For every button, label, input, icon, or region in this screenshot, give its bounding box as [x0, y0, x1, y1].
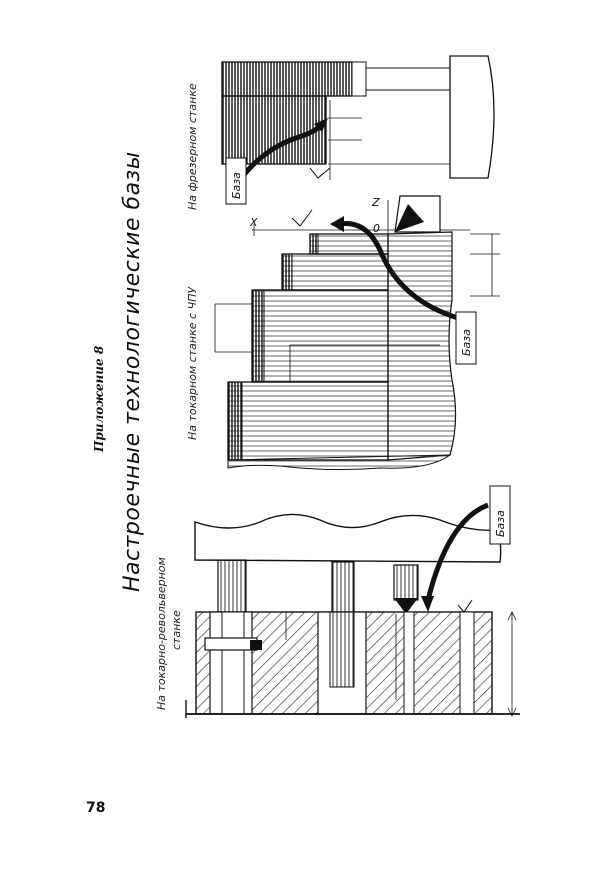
figure-milling-machine: База	[221, 55, 495, 205]
axis-z-label: Z	[371, 196, 380, 209]
figure-cnc-lathe: X Z 0 База	[214, 195, 500, 471]
axis-x-label: X	[249, 216, 258, 229]
figure-turret-lathe: База	[185, 485, 520, 718]
axis-zero-label: 0	[373, 222, 380, 235]
base-label-turret: База	[494, 510, 507, 537]
base-label-milling: База	[230, 172, 243, 199]
base-label-cnc: База	[460, 329, 473, 356]
page-number: 78	[86, 800, 106, 816]
